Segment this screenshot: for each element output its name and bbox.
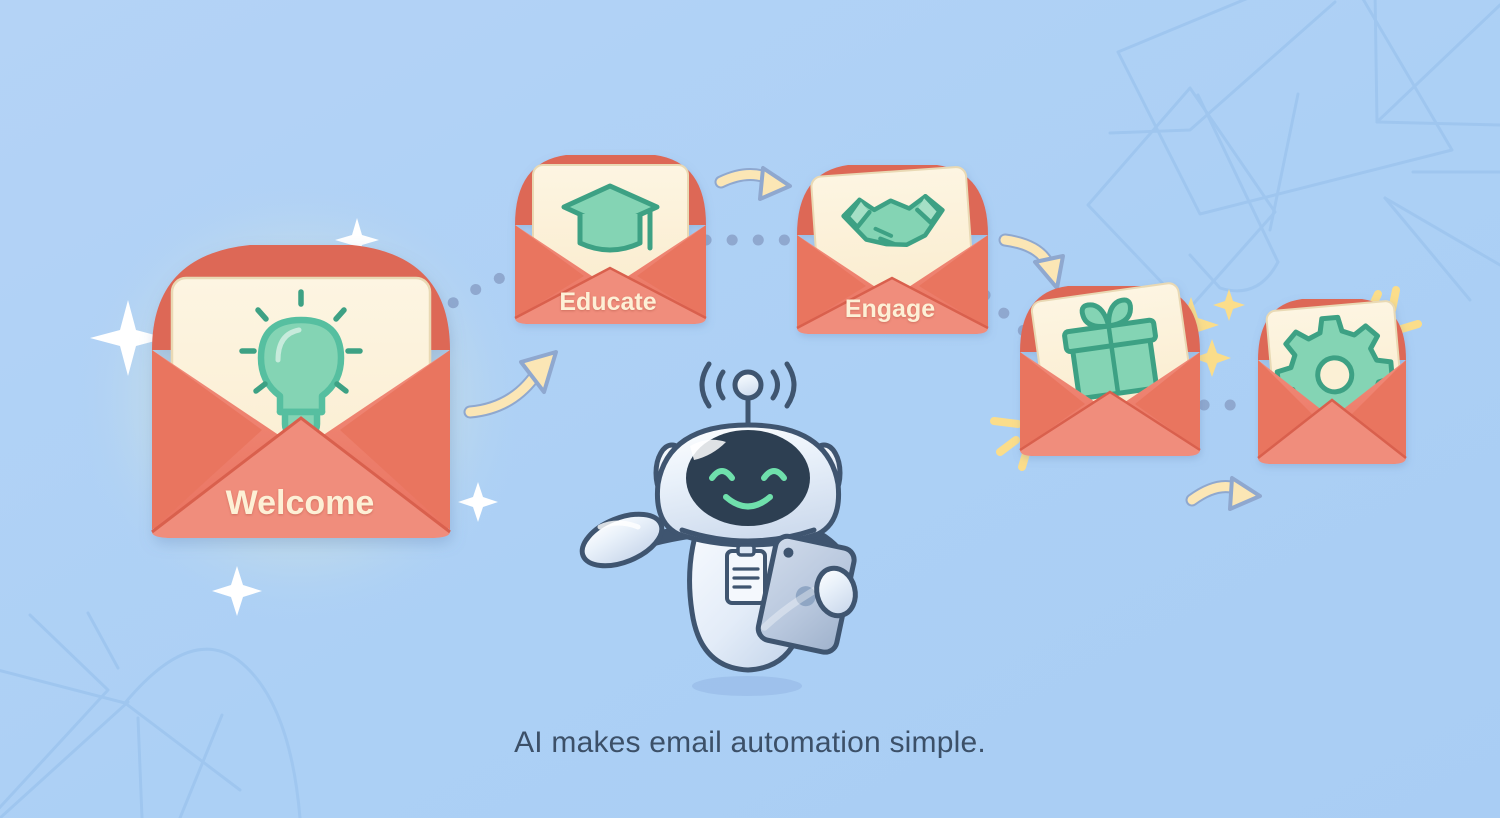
antenna-icon <box>699 361 797 428</box>
robot-eyes <box>709 468 787 481</box>
connector-engage-to-reward-arrow <box>998 233 1065 290</box>
envelope-engage <box>796 165 989 334</box>
envelope-welcome <box>151 245 451 538</box>
handshake-icon <box>841 194 945 247</box>
connector-engage-to-reward-dots <box>979 289 1066 366</box>
envelope-settings <box>1257 299 1407 464</box>
envelope-reward <box>1019 282 1201 456</box>
envelope-educate <box>514 155 707 324</box>
connector-welcome-to-educate-arrow <box>463 350 558 419</box>
robot-shadow <box>692 676 802 696</box>
robot-head <box>654 422 842 548</box>
graduation-cap-icon <box>561 183 660 253</box>
connector-educate-to-engage-arrow <box>714 166 792 201</box>
robot-face-screen <box>686 430 810 526</box>
connector-reward-to-settings-arrow <box>1185 476 1262 511</box>
gift-icon <box>1062 297 1159 401</box>
robot-smile <box>723 494 773 510</box>
robot-right-hand <box>814 565 858 619</box>
connector-welcome-to-educate-dots <box>426 266 522 324</box>
caption-text: AI makes email automation simple. <box>514 726 986 759</box>
clipboard-icon <box>725 543 767 605</box>
